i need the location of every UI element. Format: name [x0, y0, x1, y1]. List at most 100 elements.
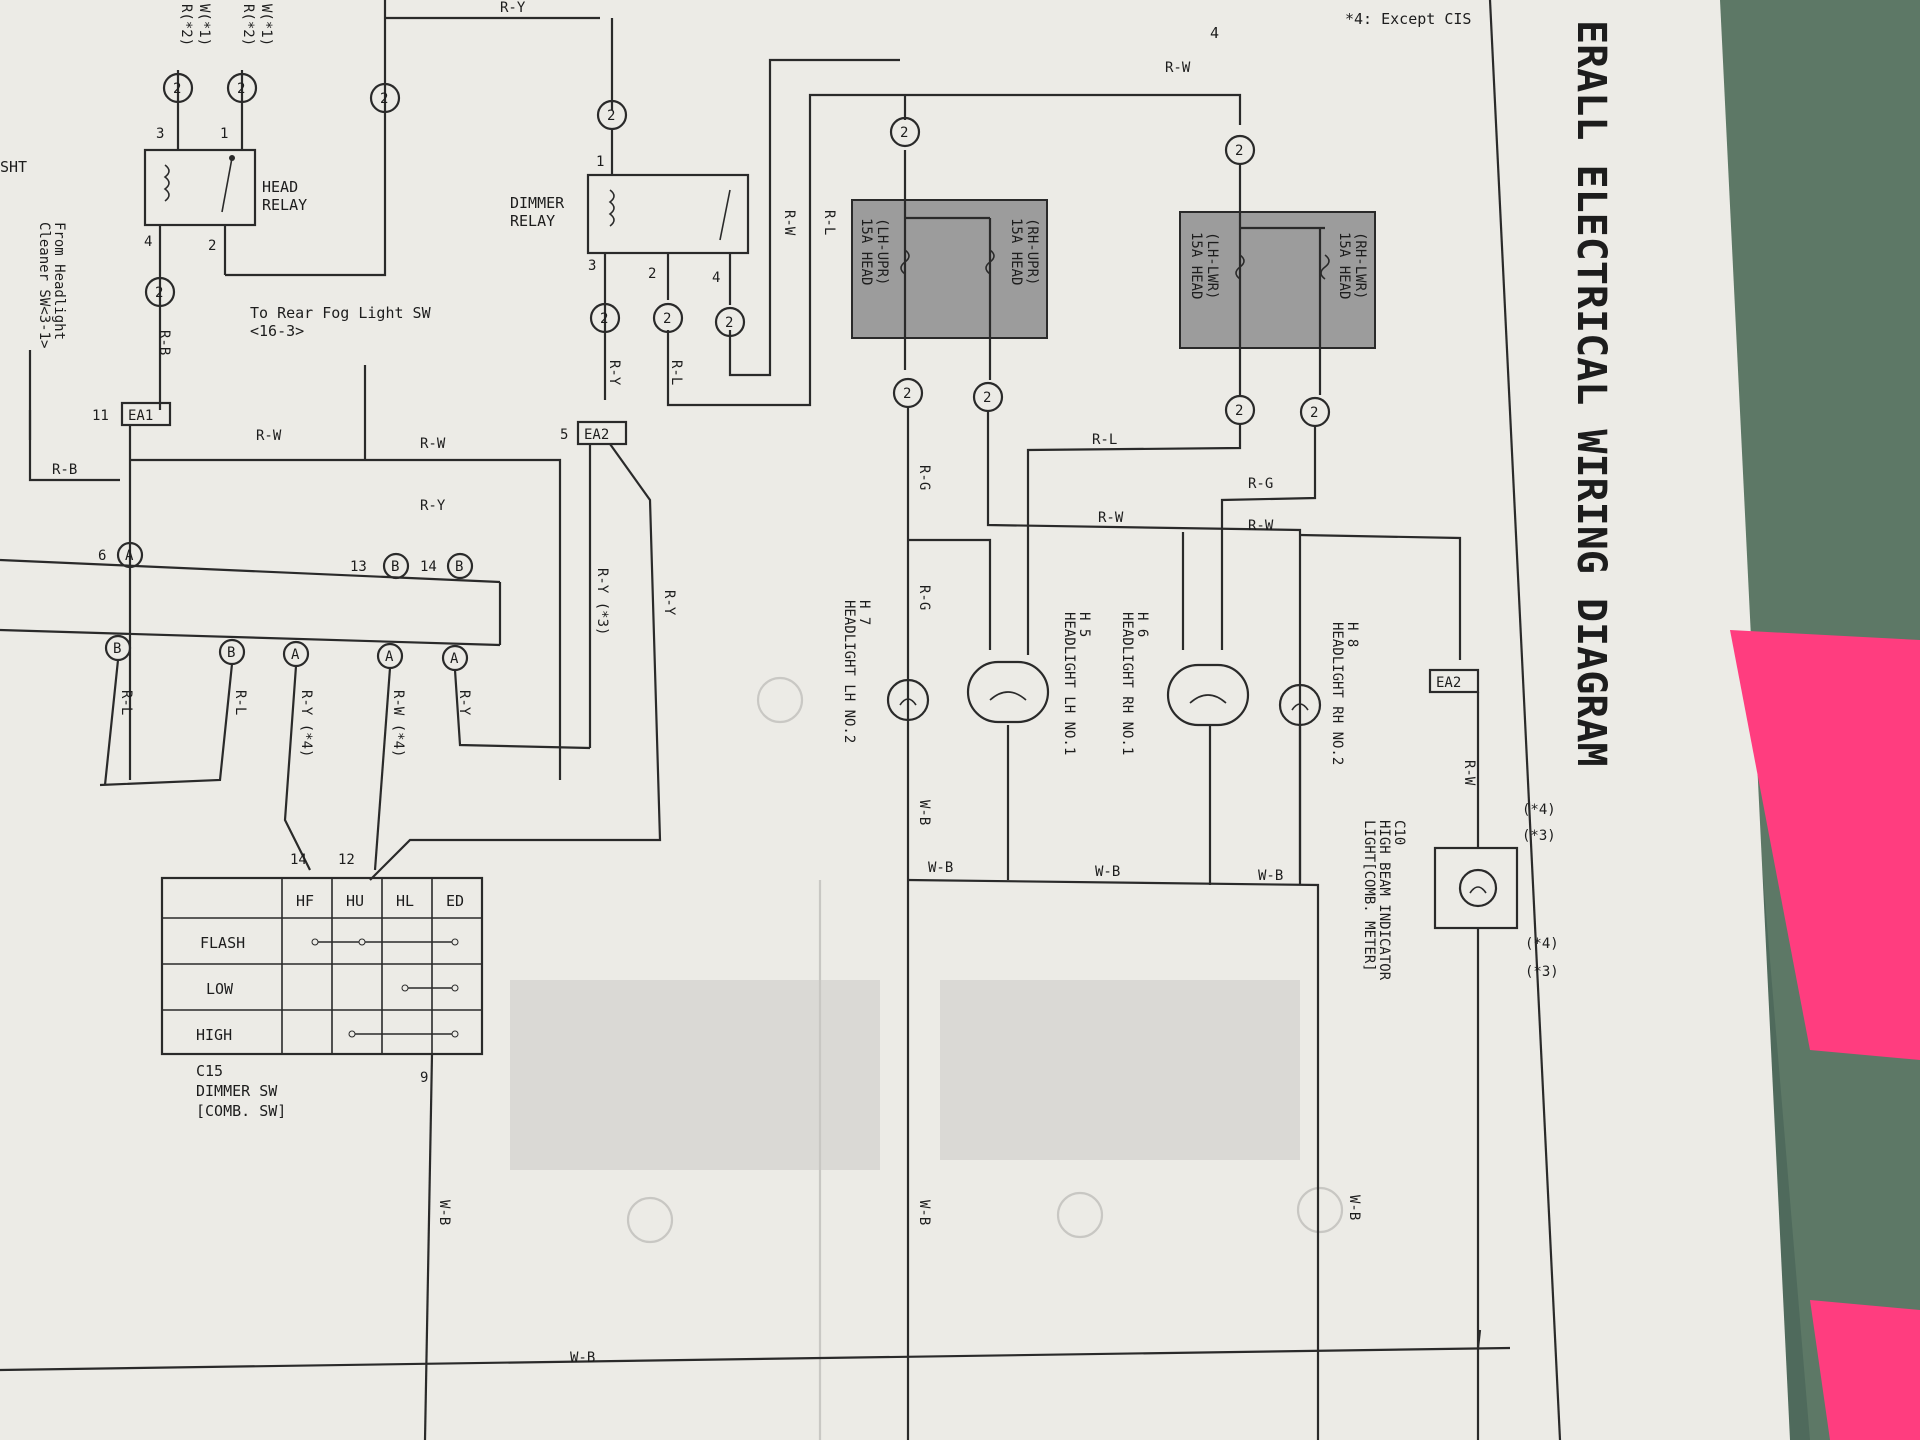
svg-text:2: 2 [903, 386, 911, 402]
svg-text:(*4): (*4) [1522, 802, 1556, 818]
fuse-block-rh: 15A HEAD (LH-LWR) 15A HEAD (RH-LWR) 2 [1179, 134, 1376, 395]
svg-text:2: 2 [983, 390, 991, 406]
wire-label: R-L [821, 210, 837, 235]
fuse-block-lh: 15A HEAD (LH-UPR) 15A HEAD (RH-UPR) 2 [851, 116, 1048, 380]
svg-text:HEAD: HEAD [262, 178, 298, 196]
wire-label: R-Y [661, 590, 677, 616]
wire-label: R-L [1092, 432, 1117, 448]
svg-text:W-B: W-B [1258, 868, 1283, 884]
headlight-lh-no1: H 5 HEADLIGHT LH NO.1 [966, 612, 1092, 755]
svg-text:2: 2 [237, 81, 245, 97]
svg-text:9: 9 [420, 1070, 428, 1086]
svg-text:H 7: H 7 [856, 600, 872, 625]
svg-text:(*4): (*4) [1525, 936, 1559, 952]
svg-text:B: B [227, 645, 235, 661]
svg-text:2: 2 [155, 285, 163, 301]
svg-text:HEADLIGHT LH NO.2: HEADLIGHT LH NO.2 [841, 600, 857, 743]
svg-text:5: 5 [560, 427, 568, 443]
paper-sheet [0, 0, 1790, 1440]
svg-text:HU: HU [346, 892, 364, 910]
rear-fog-note: To Rear Fog Light SW [250, 304, 432, 322]
svg-text:B: B [455, 559, 463, 575]
header-note: *4: Except CIS [1345, 10, 1471, 28]
svg-text:2: 2 [648, 266, 656, 282]
svg-text:R(*2): R(*2) [178, 4, 194, 46]
wire-label: R-G [916, 465, 932, 490]
svg-text:RELAY: RELAY [510, 212, 555, 230]
svg-text:2: 2 [208, 238, 216, 254]
wire-label: R-W [1248, 518, 1274, 534]
ground-labels: W-B W-B W-B W-B W-B W-B [916, 800, 1362, 1225]
svg-text:LOW: LOW [206, 980, 234, 998]
dimmer-pin-circles: 2 2 2 [589, 302, 746, 338]
wire-label: R-Y [500, 0, 526, 16]
svg-text:HEADLIGHT RH NO.2: HEADLIGHT RH NO.2 [1329, 622, 1345, 765]
svg-text:EA2: EA2 [584, 427, 609, 443]
page-border-line [1488, 0, 1562, 1440]
svg-text:R(*2): R(*2) [240, 4, 256, 46]
svg-text:W(*1): W(*1) [196, 4, 212, 46]
svg-text:SHT: SHT [0, 158, 27, 176]
svg-text:W-B: W-B [916, 800, 932, 825]
svg-text:W-B: W-B [916, 1200, 932, 1225]
head-relay: HEAD RELAY 3 1 4 2 [143, 126, 307, 254]
svg-text:(RH-LWR): (RH-LWR) [1352, 232, 1368, 299]
svg-text:FLASH: FLASH [200, 934, 245, 952]
svg-text:(LH-UPR): (LH-UPR) [874, 218, 890, 285]
svg-text:R-W: R-W [1461, 760, 1477, 786]
svg-text:HIGH BEAM INDICATOR: HIGH BEAM INDICATOR [1376, 820, 1392, 981]
svg-text:H 6: H 6 [1134, 612, 1150, 637]
wire-label: R-W [781, 210, 797, 236]
svg-text:W-B: W-B [1346, 1195, 1362, 1220]
bleed-through-print [510, 676, 1344, 1440]
svg-text:EA2: EA2 [1436, 675, 1461, 691]
dimmer-switch-table: HF HU HL ED FLASH LOW HIGH 14 12 9 C15 D… [160, 852, 484, 1120]
wire-label: R-G [1248, 476, 1273, 492]
svg-text:2: 2 [725, 315, 733, 331]
svg-text:HEADLIGHT RH NO.1: HEADLIGHT RH NO.1 [1119, 612, 1135, 755]
svg-text:<16-3>: <16-3> [250, 322, 304, 340]
fuse-output-circles: 2 2 2 2 [892, 377, 1331, 428]
svg-text:2: 2 [600, 311, 608, 327]
connector-ea2: EA2 5 [560, 420, 628, 446]
wire-label: W-B [436, 1200, 452, 1225]
headlight-lh-no2: H 7 HEADLIGHT LH NO.2 [841, 600, 930, 743]
svg-text:(LH-LWR): (LH-LWR) [1204, 232, 1220, 299]
svg-text:(RH-UPR): (RH-UPR) [1024, 218, 1040, 285]
wire-label: R-W (*4) [390, 690, 406, 757]
svg-text:W-B: W-B [928, 860, 953, 876]
wire-label: R-Y (*4) [298, 690, 314, 757]
svg-text:A: A [291, 647, 300, 663]
wire-label: R-W [1165, 60, 1191, 76]
wire-label: R-W [256, 428, 282, 444]
svg-text:2: 2 [1235, 403, 1243, 419]
svg-text:A: A [125, 548, 134, 564]
svg-text:15A HEAD: 15A HEAD [858, 218, 874, 285]
connector-ea1: EA1 11 [92, 401, 172, 427]
svg-text:B: B [391, 559, 399, 575]
svg-text:1: 1 [596, 154, 604, 170]
wire-label: R-L [232, 690, 248, 715]
svg-text:3: 3 [588, 258, 596, 274]
top-left-labels: W(*1) R(*2) W(*1) R(*2) SHT [0, 4, 274, 176]
svg-text:2: 2 [173, 81, 181, 97]
svg-text:4: 4 [712, 270, 720, 286]
svg-text:ED: ED [446, 892, 464, 910]
svg-text:H 5: H 5 [1076, 612, 1092, 637]
wire-label: R-W [1098, 510, 1124, 526]
wire-label: R-G [916, 585, 932, 610]
svg-text:13: 13 [350, 559, 367, 575]
svg-text:2: 2 [663, 311, 671, 327]
svg-text:Cleaner SW<3-1>: Cleaner SW<3-1> [36, 222, 52, 348]
svg-text:6: 6 [98, 548, 106, 564]
page-number: 4 [1210, 24, 1219, 42]
connector-pin-circles: 2 2 2 2 2 [144, 72, 628, 308]
svg-text:HF: HF [296, 892, 314, 910]
wire-label: R-B [156, 330, 172, 355]
wire-label: R-Y [420, 498, 446, 514]
wire-label: R-L [118, 690, 134, 715]
wire-label: R-L [668, 360, 684, 385]
svg-text:15A HEAD: 15A HEAD [1188, 232, 1204, 299]
svg-text:2: 2 [1235, 143, 1243, 159]
